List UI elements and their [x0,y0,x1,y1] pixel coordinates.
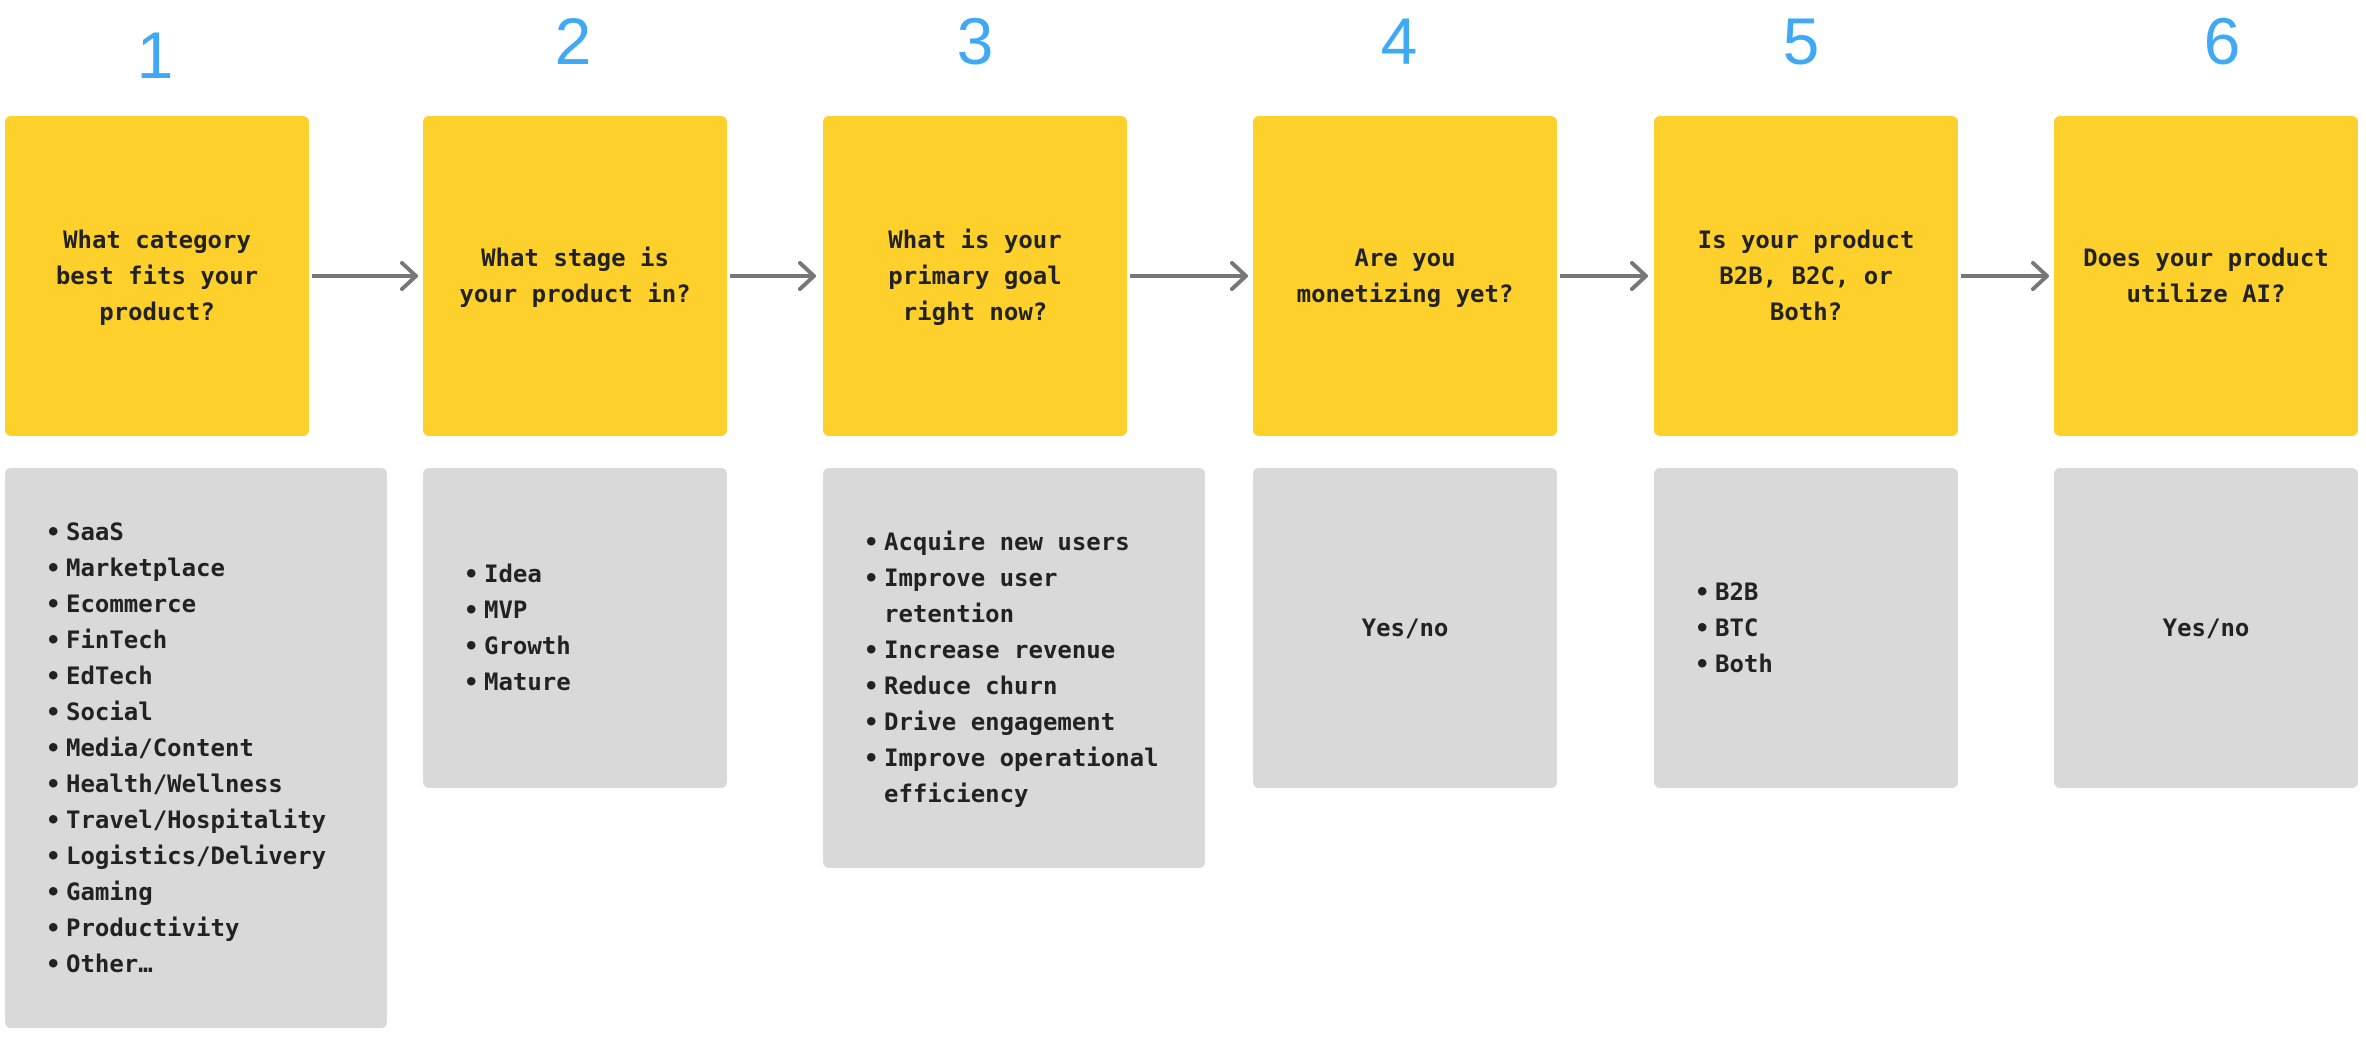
answer-box-2: Idea MVP Growth Mature [423,468,727,788]
arrow-right-icon [730,261,816,291]
question-box-5: Is your product B2B, B2C, or Both? [1654,116,1958,436]
list-item: Improve user [864,560,1159,596]
list-item: Logistics/Delivery [46,838,326,874]
list-item: Social [46,694,326,730]
question-box-2: What stage is your product in? [423,116,727,436]
question-text-2: What stage is your product in? [459,244,691,308]
list-item: Mature [464,664,571,700]
list-item: Gaming [46,874,326,910]
list-item: B2B [1695,574,1773,610]
answer-box-4: Yes/no [1253,468,1557,788]
list-item: Growth [464,628,571,664]
arrow-right-icon [1130,261,1248,291]
list-item-continuation: efficiency [884,780,1029,808]
list-item-continuation: retention [884,600,1015,628]
answer-box-1: SaaS Marketplace Ecommerce FinTech EdTec… [5,468,387,1028]
arrow-right-icon [1961,261,2049,291]
list-item: Acquire new users [864,524,1159,560]
arrow-right-icon [312,261,418,291]
step-number-1: 1 [136,18,174,92]
arrow-right-icon [1560,261,1648,291]
list-item: Increase revenue [864,632,1159,668]
answer-list-1: SaaS Marketplace Ecommerce FinTech EdTec… [46,514,326,982]
list-item: Ecommerce [46,586,326,622]
step-number-2: 2 [554,4,592,78]
list-item: Idea [464,556,571,592]
step-number-3: 3 [956,4,994,78]
question-text-1: What category best fits your product? [55,226,259,326]
answer-list-5: B2B BTC Both [1695,574,1773,682]
list-item: Improve operational [864,740,1159,776]
answer-box-3: Acquire new users Improve user retention… [823,468,1205,868]
list-item: Media/Content [46,730,326,766]
step-number-6: 6 [2203,4,2241,78]
list-item: FinTech [46,622,326,658]
answer-text-4: Yes/no [1361,614,1449,642]
list-item: Marketplace [46,550,326,586]
answer-text-6: Yes/no [2162,614,2250,642]
question-text-4: Are you monetizing yet? [1296,244,1514,308]
list-item: Health/Wellness [46,766,326,802]
list-item: Drive engagement [864,704,1159,740]
list-item: Productivity [46,910,326,946]
list-item: MVP [464,592,571,628]
answer-list-2: Idea MVP Growth Mature [464,556,571,700]
question-box-6: Does your product utilize AI? [2054,116,2358,436]
list-item: Other… [46,946,326,982]
list-item: SaaS [46,514,326,550]
list-item: Reduce churn [864,668,1159,704]
question-text-5: Is your product B2B, B2C, or Both? [1697,226,1915,326]
answer-box-5: B2B BTC Both [1654,468,1958,788]
list-item: EdTech [46,658,326,694]
list-item: BTC [1695,610,1773,646]
question-box-1: What category best fits your product? [5,116,309,436]
list-item: Both [1695,646,1773,682]
answer-list-3: Acquire new users Improve user retention… [864,524,1159,812]
question-text-6: Does your product utilize AI? [2083,244,2329,308]
answer-box-6: Yes/no [2054,468,2358,788]
question-box-3: What is your primary goal right now? [823,116,1127,436]
step-number-5: 5 [1782,4,1820,78]
question-box-4: Are you monetizing yet? [1253,116,1557,436]
list-item: Travel/Hospitality [46,802,326,838]
step-number-4: 4 [1380,4,1418,78]
question-text-3: What is your primary goal right now? [888,226,1062,326]
